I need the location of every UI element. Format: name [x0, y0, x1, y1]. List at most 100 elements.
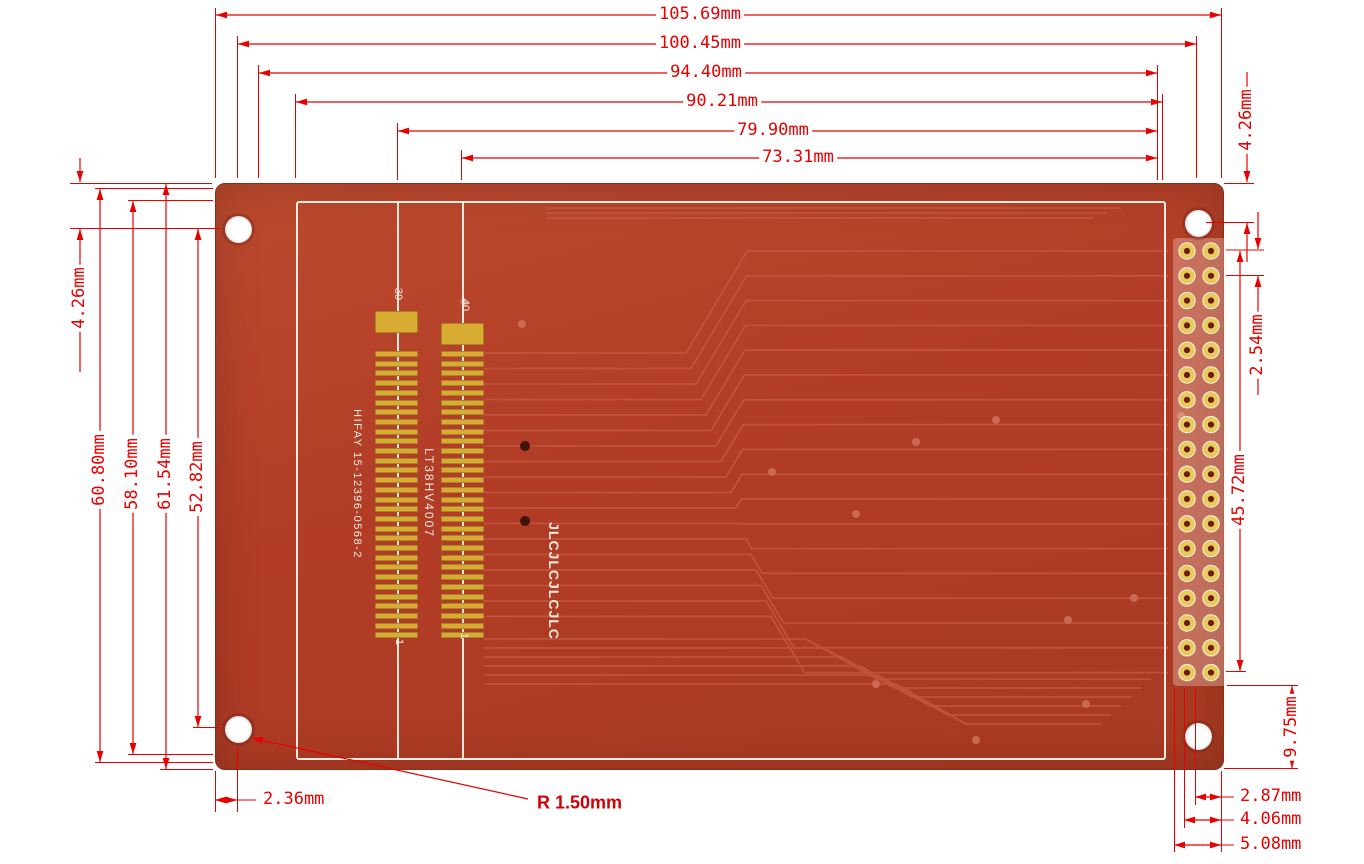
fpc-pad: [375, 603, 418, 610]
fpc-pad: [375, 612, 418, 619]
pcb-board: 39 40 1 1 HIFAY 15-12396-0568-2 LT38HV40…: [215, 183, 1226, 770]
fpc-pad: [441, 583, 484, 590]
dim-left-2: 60.80mm: [89, 431, 110, 509]
pin-number-40: 40: [459, 298, 471, 312]
fpc-pad: [375, 535, 418, 542]
fpc-pad: [375, 593, 418, 600]
fpc-pad: [441, 593, 484, 600]
mounting-hole-bottom-left: [224, 715, 252, 743]
fpc-pad: [375, 515, 418, 522]
dim-bottom-right-3: 5.08mm: [1237, 835, 1305, 855]
fpc-pad: [441, 496, 484, 503]
dim-top-3: 94.40mm: [667, 63, 745, 83]
pin-header-footprint: [1173, 238, 1226, 686]
fpc-pad: [375, 457, 418, 464]
fpc-top-pad-left: [375, 311, 418, 333]
dim-left-5: 52.82mm: [187, 438, 208, 516]
fpc-pad: [441, 467, 484, 474]
fpc-pad: [375, 360, 418, 367]
fpc-pad: [375, 467, 418, 474]
fpc-pad: [441, 554, 484, 561]
fpc-pad: [441, 389, 484, 396]
fpc-pad: [375, 399, 418, 406]
fpc-pad: [375, 564, 418, 571]
fpc-pad: [441, 535, 484, 542]
fpc-pad: [441, 370, 484, 377]
fpc-pad: [441, 351, 484, 357]
corner-radius-label: R 1.50mm: [534, 792, 626, 814]
fpc-pad: [375, 428, 418, 435]
dim-top-5: 79.90mm: [734, 121, 812, 141]
fpc-pad: [441, 506, 484, 513]
fpc-pad: [441, 448, 484, 454]
fpc-pad: [441, 574, 484, 581]
fpc-pad: [441, 477, 484, 484]
dim-left-4: 61.54mm: [155, 435, 176, 513]
dim-top-6: 73.31mm: [759, 148, 837, 168]
fpc-pad: [375, 409, 418, 416]
fpc-pad: [375, 351, 418, 357]
fpc-pad: [375, 448, 418, 454]
dim-right-1: 4.26mm: [1236, 86, 1257, 154]
pin-header-holes: [1178, 242, 1220, 682]
fpc-pad: [375, 486, 418, 493]
dim-right-4: 9.75mm: [1281, 693, 1302, 761]
fpc-pad: [375, 506, 418, 513]
fpc-pad: [441, 612, 484, 619]
fpc-pad: [375, 370, 418, 377]
fpc-pad: [375, 418, 418, 425]
fpc-pad: [375, 554, 418, 561]
pin-number-1-left: 1: [393, 638, 405, 646]
fpc-pad: [375, 632, 418, 639]
fpc-pad: [441, 632, 484, 639]
fpc-pad: [375, 622, 418, 629]
lcd-outline-silkscreen: [296, 201, 1166, 760]
fpc-pad: [441, 360, 484, 367]
dim-left-1: 4.26mm: [69, 264, 90, 332]
fpc-pad: [375, 525, 418, 532]
mounting-hole-top-left: [224, 215, 252, 243]
fpc-pad: [441, 418, 484, 425]
fpc-pad: [441, 622, 484, 629]
brand-silkscreen-text: JLCJLCJLCJLC: [546, 522, 562, 640]
fpc-pad: [441, 457, 484, 464]
pin-number-1-right: 1: [458, 632, 470, 640]
copper-traces: [460, 207, 1185, 744]
fpc-pad: [441, 564, 484, 571]
fpc-pad: [441, 603, 484, 610]
pin-number-39: 39: [392, 287, 404, 301]
dim-bottom-right-2: 4.06mm: [1237, 810, 1305, 830]
fpc-pad: [441, 438, 484, 445]
dim-left-3: 58.10mm: [122, 435, 143, 513]
fpc-pad-column-right: [441, 351, 484, 643]
fpc-pad: [375, 380, 418, 387]
fpc-pad: [375, 389, 418, 396]
fpc-pad-column-left: [375, 351, 418, 643]
fpc-pad: [441, 545, 484, 551]
dim-bottom-right-1: 2.87mm: [1237, 787, 1305, 807]
fpc-pad: [375, 583, 418, 590]
fpc-pad: [441, 428, 484, 435]
connector-label-right: LT38HV4007: [422, 448, 436, 538]
dim-right-2: 2.54mm: [1247, 311, 1268, 379]
fpc-pad: [375, 496, 418, 503]
fpc-pad: [375, 477, 418, 484]
fpc-top-pad-right: [441, 323, 484, 345]
fpc-pad: [441, 399, 484, 406]
fpc-pad: [441, 525, 484, 532]
dim-top-4: 90.21mm: [683, 92, 761, 112]
fpc-pad: [375, 574, 418, 581]
fpc-pad: [441, 409, 484, 416]
fpc-pad: [441, 380, 484, 387]
fpc-pad: [375, 438, 418, 445]
dim-top-2: 100.45mm: [656, 34, 744, 54]
connector-label-left: HIFAY 15-12396-0568-2: [351, 409, 363, 559]
dim-top-1: 105.69mm: [656, 5, 744, 25]
dim-bottom-left: 2.36mm: [260, 790, 328, 810]
fpc-pad: [441, 515, 484, 522]
dim-right-3: 45.72mm: [1229, 451, 1250, 529]
fpc-pad: [441, 486, 484, 493]
mounting-hole-bottom-right: [1184, 722, 1212, 750]
fpc-pad: [375, 545, 418, 551]
